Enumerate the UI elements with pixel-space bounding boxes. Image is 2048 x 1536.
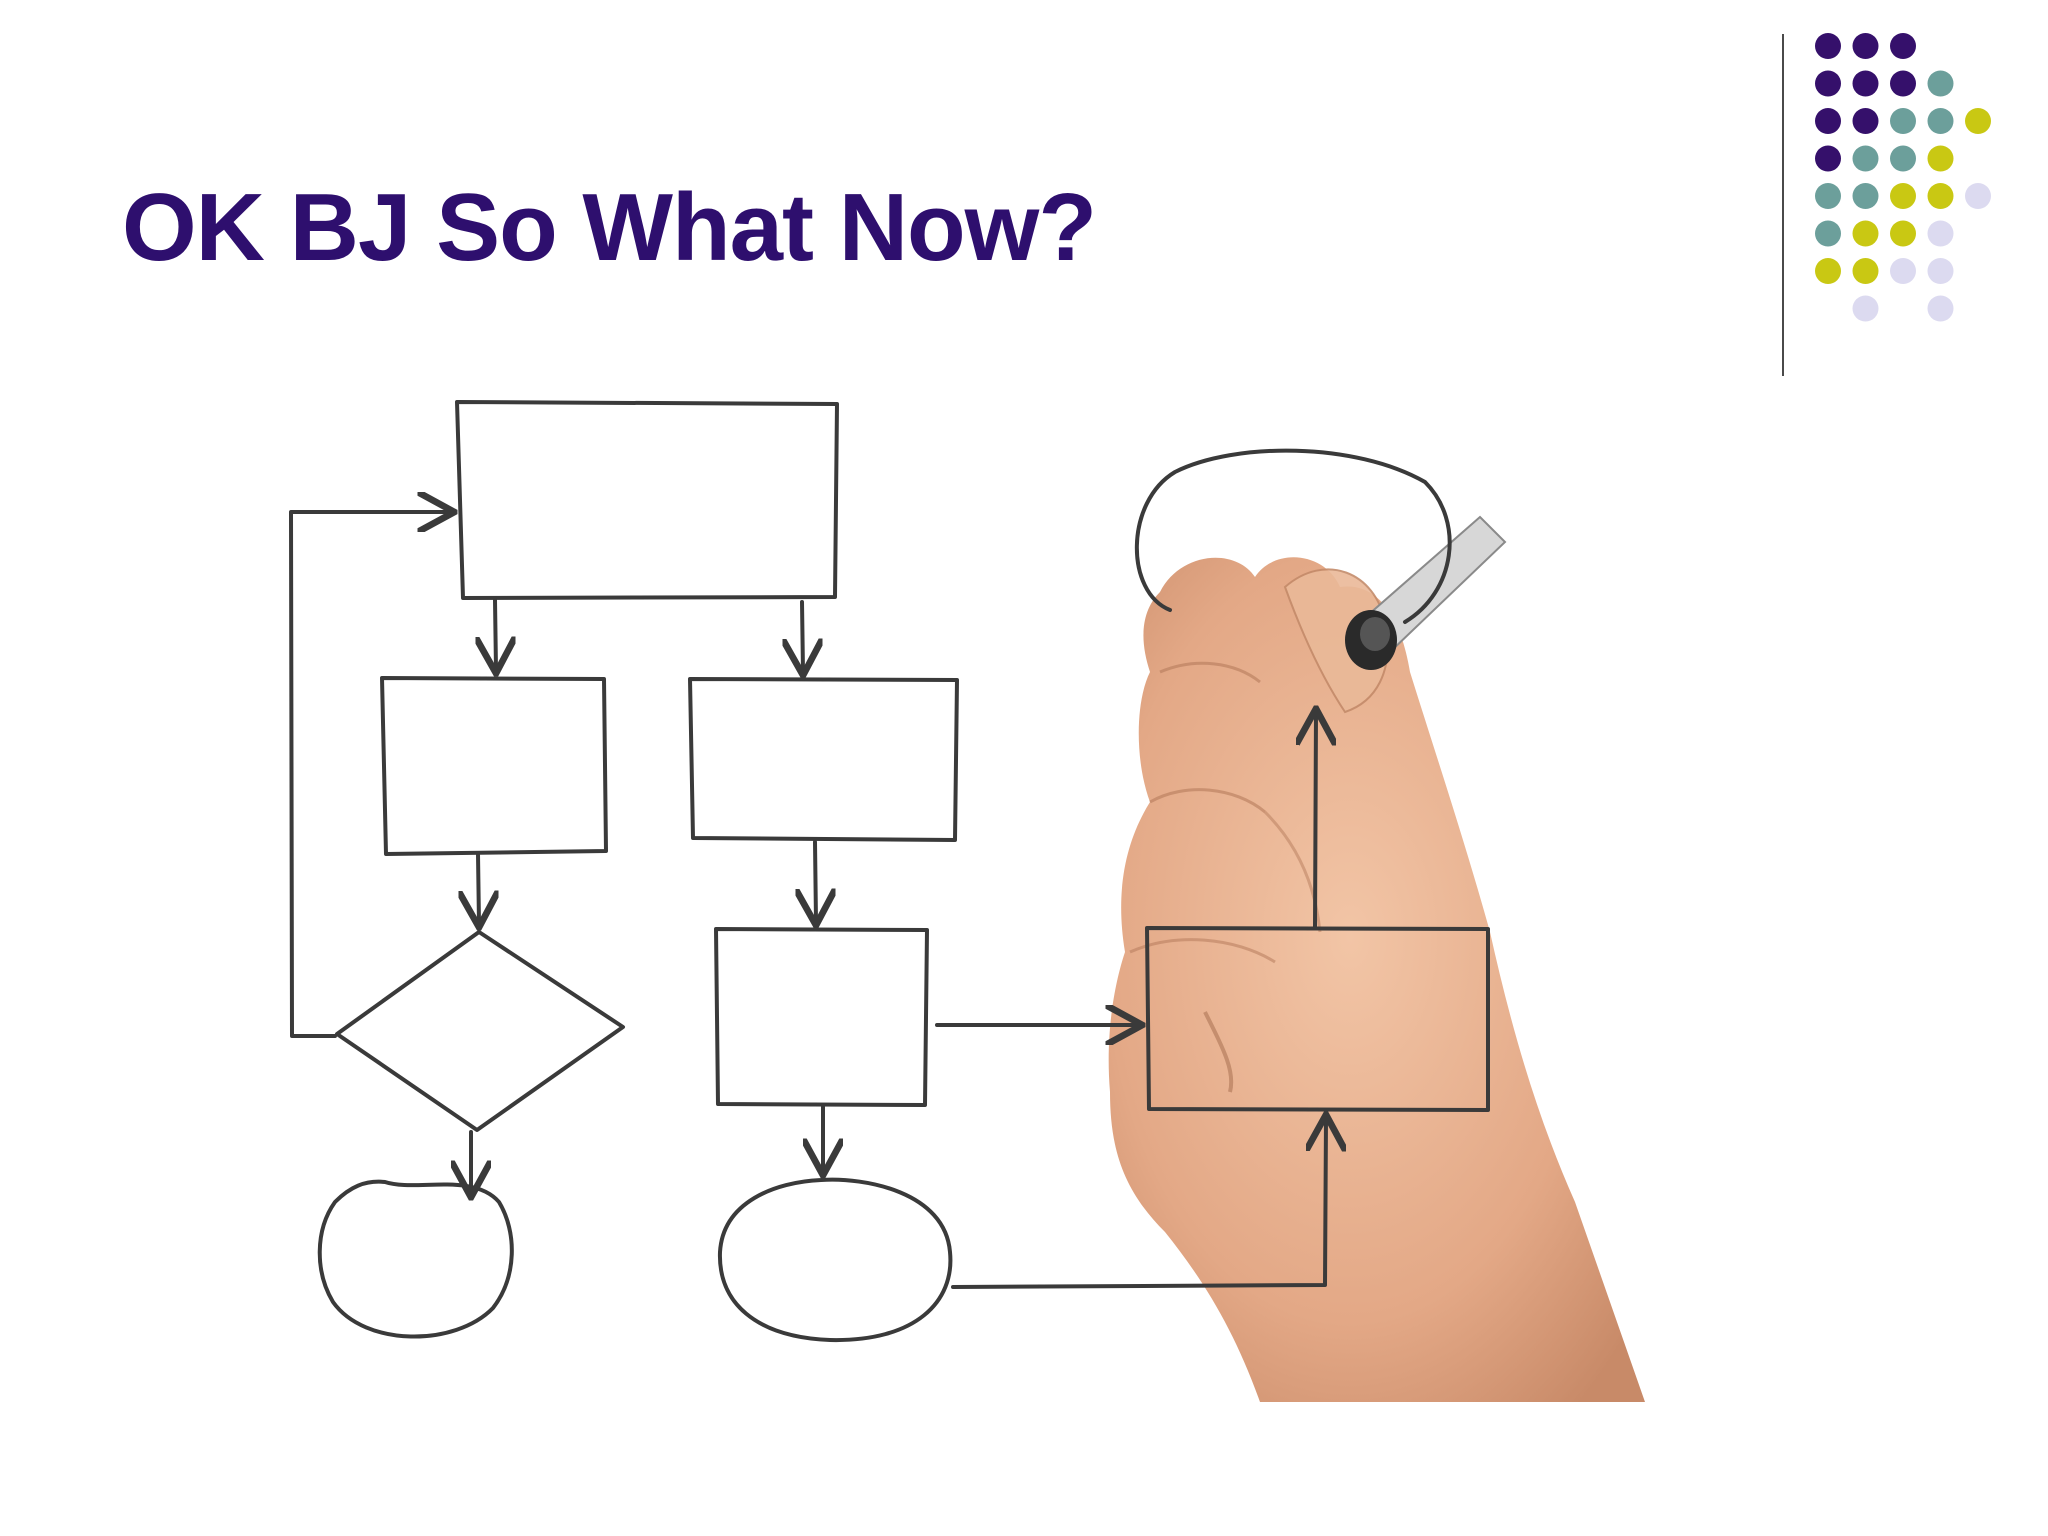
decor-dot-lavender (1928, 258, 1954, 284)
decor-dot-teal (1890, 146, 1916, 172)
decor-dot-lavender (1928, 296, 1954, 322)
decor-dot-teal (1853, 183, 1879, 209)
decor-dot-teal (1928, 108, 1954, 134)
flowchart-hand-drawing-icon (175, 372, 1730, 1422)
decor-dot-purple (1853, 108, 1879, 134)
decor-dot-yellow (1890, 183, 1916, 209)
hand-holding-marker (1109, 517, 1645, 1402)
decor-dot-purple (1815, 146, 1841, 172)
decor-dot-purple (1815, 108, 1841, 134)
decor-dot-yellow (1853, 258, 1879, 284)
decor-dot-teal (1815, 183, 1841, 209)
decorative-dot-grid (1810, 28, 2030, 348)
decor-dot-purple (1815, 71, 1841, 97)
decor-dot-yellow (1890, 221, 1916, 247)
decor-dot-yellow (1965, 108, 1991, 134)
decor-dot-yellow (1928, 183, 1954, 209)
title-divider-line (1782, 34, 1784, 376)
decor-dot-purple (1815, 33, 1841, 59)
decor-dot-teal (1890, 108, 1916, 134)
decor-dot-teal (1928, 71, 1954, 97)
decor-dot-yellow (1815, 258, 1841, 284)
decor-dot-purple (1890, 33, 1916, 59)
decor-dot-yellow (1853, 221, 1879, 247)
decor-dot-teal (1853, 146, 1879, 172)
decor-dot-teal (1815, 221, 1841, 247)
decor-dot-lavender (1928, 221, 1954, 247)
decor-dot-yellow (1928, 146, 1954, 172)
decor-dot-lavender (1890, 258, 1916, 284)
slide-title: OK BJ So What Now? (122, 180, 1096, 276)
decor-dot-purple (1890, 71, 1916, 97)
decor-dot-purple (1853, 71, 1879, 97)
decor-dot-purple (1853, 33, 1879, 59)
decor-dot-lavender (1853, 296, 1879, 322)
decor-dot-lavender (1965, 183, 1991, 209)
